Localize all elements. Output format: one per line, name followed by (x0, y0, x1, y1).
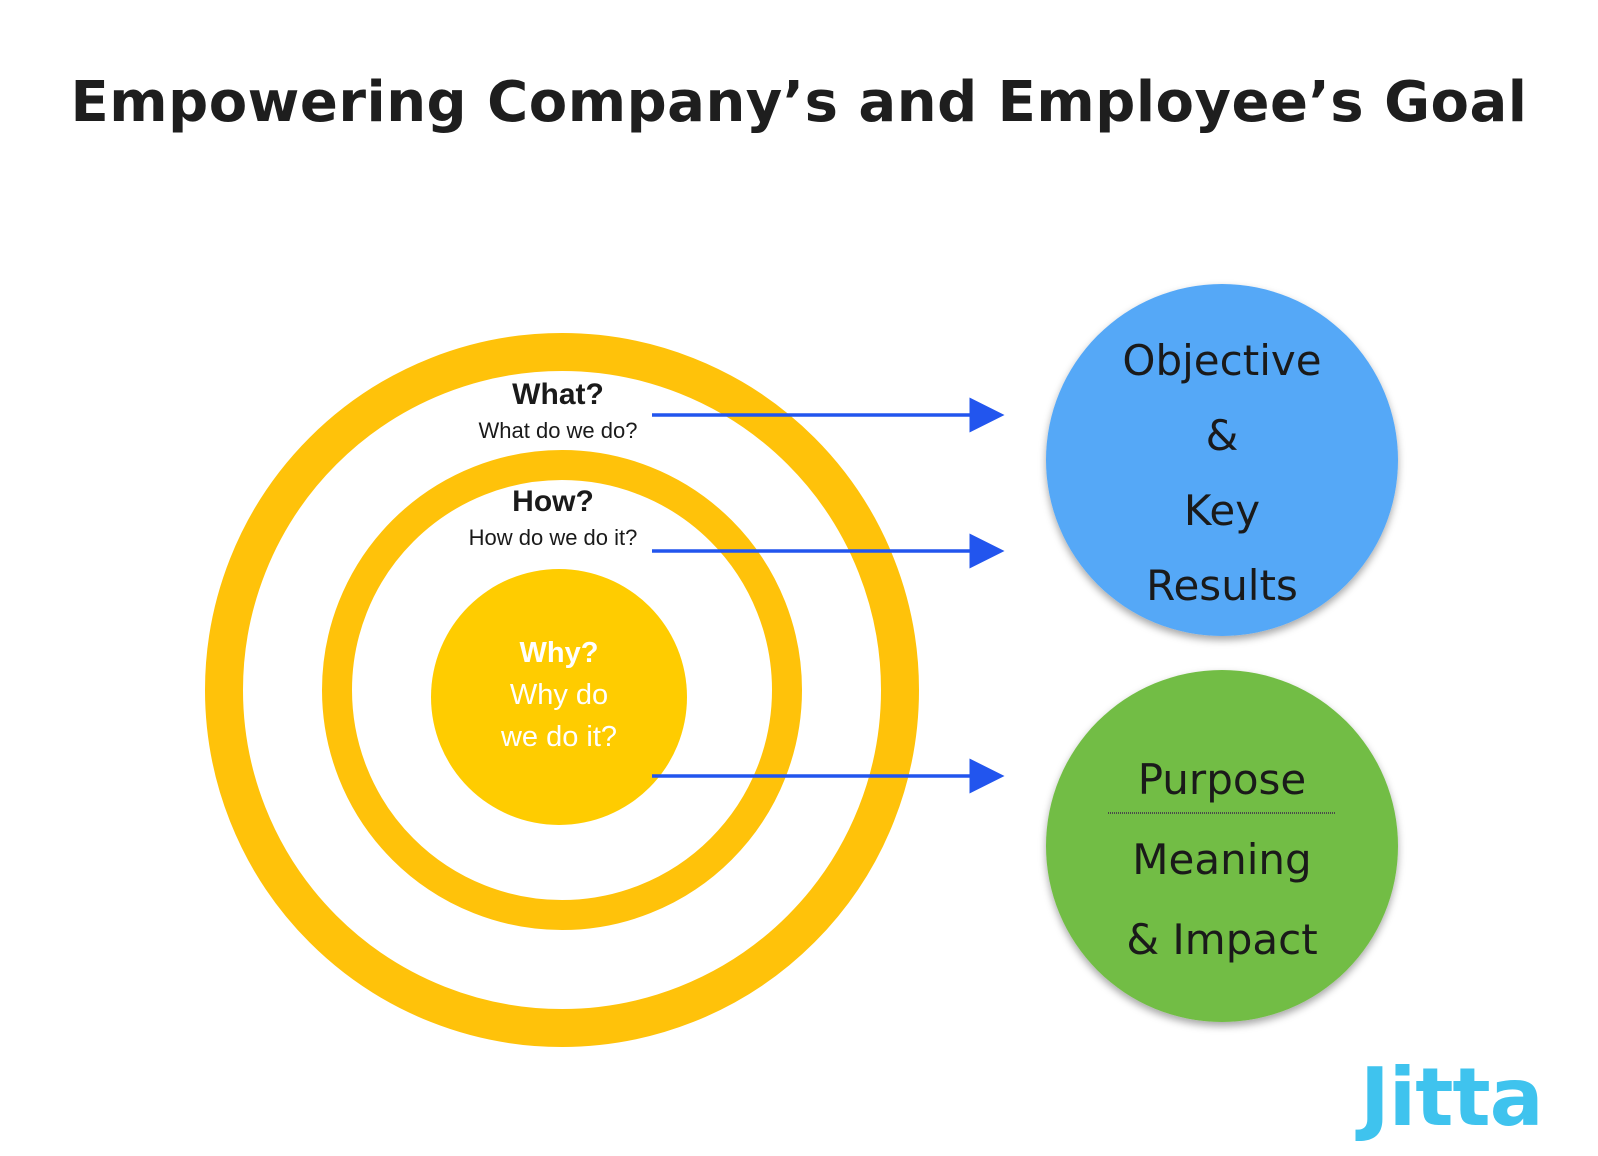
what-heading: What? (512, 378, 604, 411)
what-question: What do we do? (478, 418, 638, 443)
okr-line-key: Key (1183, 486, 1261, 535)
why-heading: Why? (519, 637, 599, 669)
why-question-line2: we do it? (500, 721, 618, 753)
purpose-bottom-text: Meaning & Impact (1047, 820, 1397, 980)
middle-ring (322, 450, 802, 930)
purpose-top-text: Purpose (1137, 755, 1307, 804)
why-question-line1: Why do (509, 679, 609, 711)
page-title: Empowering Company’s and Employee’s Goal (70, 70, 1528, 135)
jitta-logo: Jitta (1360, 1051, 1544, 1144)
okr-line-objective: Objective (1122, 336, 1322, 385)
how-question: How do we do it? (468, 525, 638, 550)
okr-line-results: Results (1146, 561, 1298, 610)
purpose-line-meaning: Meaning (1132, 835, 1312, 884)
why-label: Why? Why do we do it? (409, 632, 709, 758)
outer-ring (205, 333, 919, 1047)
how-heading: How? (512, 485, 594, 518)
okr-line-ampersand: & (1205, 411, 1239, 460)
purpose-circle (1046, 670, 1398, 1022)
purpose-line-impact: & Impact (1126, 915, 1318, 964)
okr-text: Objective & Key Results (1047, 323, 1397, 623)
what-label: What? What do we do? (408, 378, 708, 444)
okr-circle (1046, 284, 1398, 636)
how-label: How? How do we do it? (403, 485, 703, 551)
core-circle (431, 569, 687, 825)
